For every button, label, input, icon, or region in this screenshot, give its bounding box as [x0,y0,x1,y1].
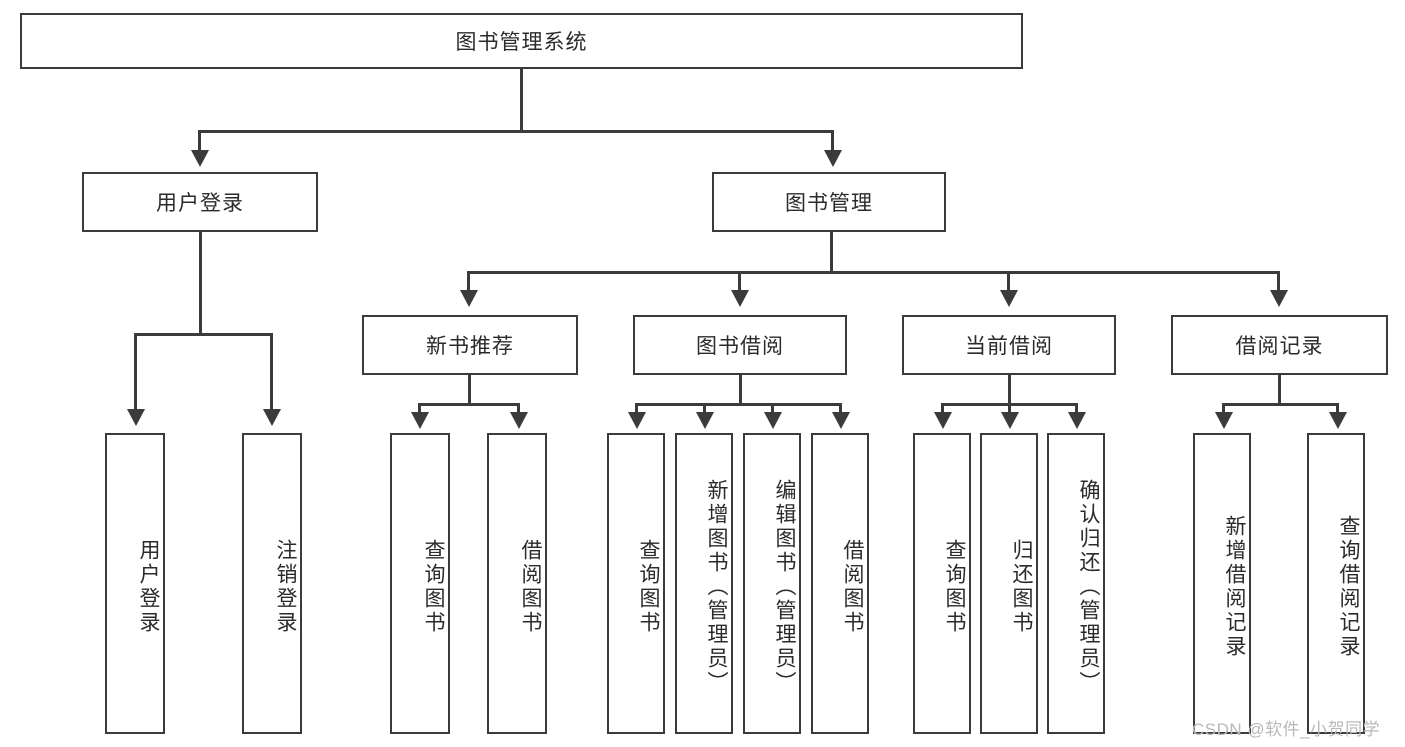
leaf-logout[interactable]: 注销登录 [242,433,302,734]
edge-newbook-stem [468,375,471,405]
arrow-to-leaf-confirm-return [1068,412,1086,429]
edge-bookborrow-drop-1 [635,403,638,415]
edge-currentborrow-drop-2 [1008,403,1011,415]
edge-root-drop-book [831,130,834,153]
leaf-edit-book[interactable]: 编辑图书（管理员） [743,433,801,734]
leaf-user-login[interactable]: 用户登录 [105,433,165,734]
arrow-to-new-book-rec [460,290,478,307]
arrow-to-leaf-edit-book [764,412,782,429]
edge-userlogin-drop-2 [270,333,273,411]
node-user-login[interactable]: 用户登录 [82,172,318,232]
arrow-to-leaf-return-book [1001,412,1019,429]
arrow-to-user-login [191,150,209,167]
edge-borrowrecord-stem [1278,375,1281,405]
arrow-to-leaf-query-record [1329,412,1347,429]
node-borrow-record[interactable]: 借阅记录 [1171,315,1388,375]
edge-bookborrow-bus [635,403,839,406]
arrow-to-leaf-borrow-book-1 [510,412,528,429]
arrow-to-leaf-add-record [1215,412,1233,429]
edge-borrowrecord-drop-2 [1336,403,1339,415]
leaf-add-book[interactable]: 新增图书（管理员） [675,433,733,734]
edge-bookmanage-stem [830,232,833,274]
leaf-confirm-return[interactable]: 确认归还（管理员） [1047,433,1105,734]
arrow-to-leaf-logout [263,409,281,426]
arrow-to-borrow-record [1270,290,1288,307]
edge-newbook-drop-2 [517,403,520,415]
edge-userlogin-stem [199,232,202,335]
edge-userlogin-drop-1 [134,333,137,411]
arrow-to-leaf-add-book [696,412,714,429]
edge-bookborrow-drop-3 [771,403,774,415]
arrow-to-leaf-query-book-1 [411,412,429,429]
edge-root-bus [198,130,834,133]
node-book-borrow[interactable]: 图书借阅 [633,315,847,375]
csdn-watermark: CSDN @软件_小贺同学 [1192,720,1381,739]
arrow-to-book-manage [824,150,842,167]
arrow-to-leaf-query-book-2 [628,412,646,429]
edge-userlogin-bus [134,333,273,336]
edge-root-stem [520,69,523,132]
arrow-to-leaf-user-login [127,409,145,426]
edge-drop-borrow-record [1277,271,1280,292]
leaf-borrow-book-1[interactable]: 借阅图书 [487,433,547,734]
edge-drop-current-borrow [1007,271,1010,292]
edge-bookborrow-drop-4 [839,403,842,415]
edge-bookborrow-stem [739,375,742,405]
arrow-to-book-borrow [731,290,749,307]
arrow-to-current-borrow [1000,290,1018,307]
leaf-query-book-2[interactable]: 查询图书 [607,433,665,734]
node-current-borrow[interactable]: 当前借阅 [902,315,1116,375]
leaf-return-book[interactable]: 归还图书 [980,433,1038,734]
edge-bookborrow-drop-2 [703,403,706,415]
leaf-query-book-1[interactable]: 查询图书 [390,433,450,734]
node-root-system[interactable]: 图书管理系统 [20,13,1023,69]
edge-borrowrecord-drop-1 [1222,403,1225,415]
edge-currentborrow-drop-3 [1075,403,1078,415]
arrow-to-leaf-borrow-book-2 [832,412,850,429]
leaf-add-record[interactable]: 新增借阅记录 [1193,433,1251,734]
leaf-query-book-3[interactable]: 查询图书 [913,433,971,734]
edge-newbook-drop-1 [418,403,421,415]
edge-currentborrow-drop-1 [941,403,944,415]
edge-drop-book-borrow [738,271,741,292]
edge-bookmanage-bus [467,271,1279,274]
edge-currentborrow-stem [1008,375,1011,405]
edge-drop-new-book-rec [467,271,470,292]
edge-root-drop-user [198,130,201,153]
edge-borrowrecord-bus [1222,403,1338,406]
node-book-manage[interactable]: 图书管理 [712,172,946,232]
leaf-borrow-book-2[interactable]: 借阅图书 [811,433,869,734]
node-new-book-rec[interactable]: 新书推荐 [362,315,578,375]
edge-newbook-bus [418,403,520,406]
arrow-to-leaf-query-book-3 [934,412,952,429]
leaf-query-record[interactable]: 查询借阅记录 [1307,433,1365,734]
